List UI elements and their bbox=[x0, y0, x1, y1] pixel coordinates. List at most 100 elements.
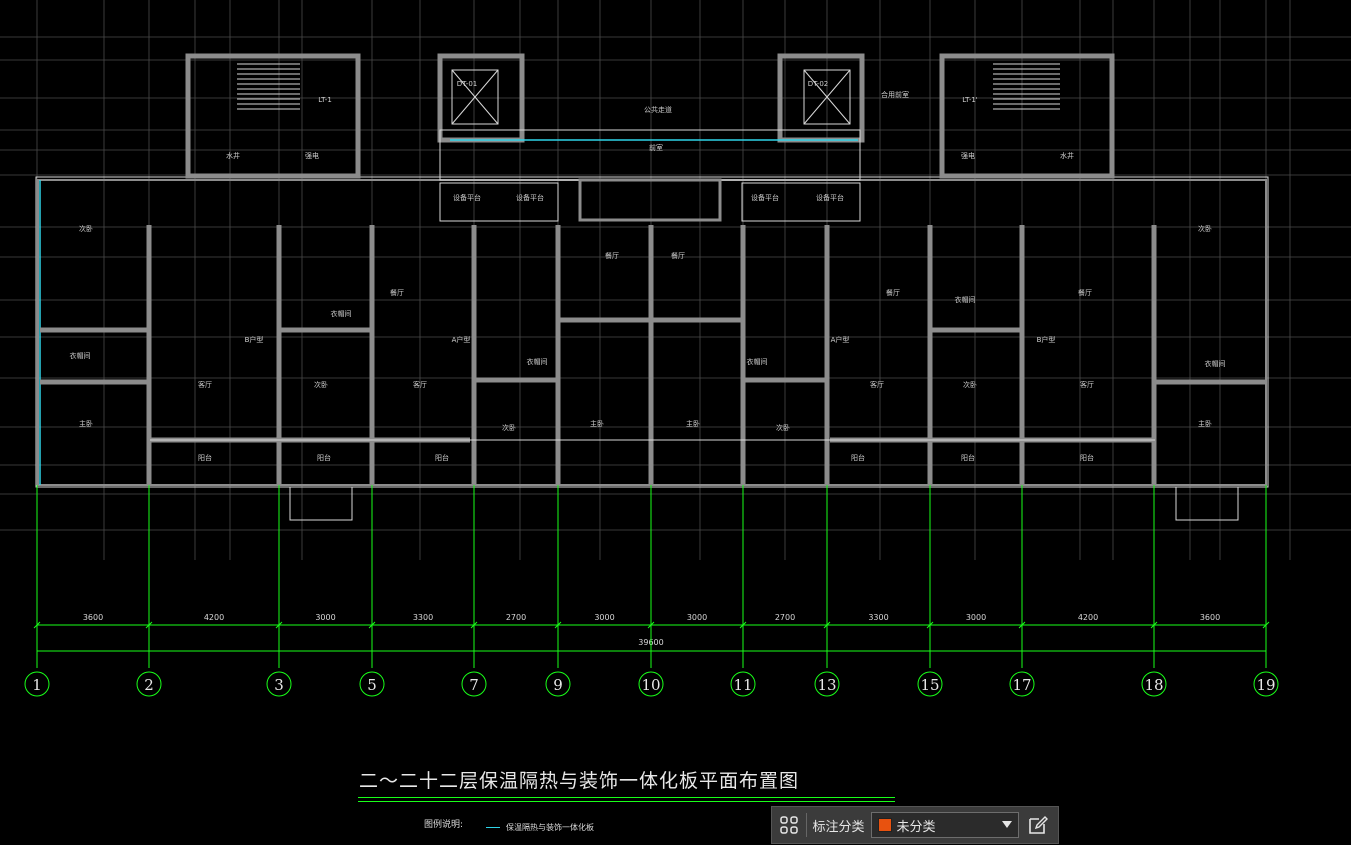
axis-bubble bbox=[917, 671, 943, 697]
room-label: 衣帽间 bbox=[1205, 359, 1226, 368]
room-label: 餐厅 bbox=[671, 251, 685, 260]
floor-plan bbox=[35, 53, 1269, 521]
dimension-value: 3300 bbox=[868, 613, 888, 622]
room-label: 衣帽间 bbox=[527, 357, 548, 366]
room-label: 客厅 bbox=[413, 380, 427, 389]
room-label: 设备平台 bbox=[453, 193, 481, 202]
room-label: 主卧 bbox=[590, 419, 604, 428]
dimension-value: 3000 bbox=[594, 613, 614, 622]
room-label: 阳台 bbox=[435, 453, 449, 462]
dimension-value: 4200 bbox=[1078, 613, 1098, 622]
room-label: 主卧 bbox=[1198, 419, 1212, 428]
annotation-category-label: 标注分类 bbox=[812, 819, 865, 835]
dimension-value: 3600 bbox=[1200, 613, 1220, 622]
axis-bubble bbox=[814, 671, 840, 697]
room-label: 次卧 bbox=[314, 380, 328, 389]
room-label: DT-02 bbox=[808, 80, 828, 88]
dimension-tick bbox=[33, 621, 41, 629]
dimension-tick bbox=[554, 621, 562, 629]
dimension-tick bbox=[275, 621, 283, 629]
room-label: 强电 bbox=[961, 151, 975, 160]
toolbar-separator bbox=[805, 813, 807, 837]
axis-bubble bbox=[266, 671, 292, 697]
axis-bubble bbox=[1141, 671, 1167, 697]
axis-bubble bbox=[1253, 671, 1279, 697]
dimension-tick bbox=[647, 621, 655, 629]
dimension-value: 3000 bbox=[966, 613, 986, 622]
dimension-tick bbox=[1018, 621, 1026, 629]
room-label: 公共走道 bbox=[644, 105, 672, 114]
room-label: 餐厅 bbox=[886, 288, 900, 297]
axis-label: 15 bbox=[920, 676, 939, 694]
dimension-value: 2700 bbox=[506, 613, 526, 622]
room-label: 客厅 bbox=[1080, 380, 1094, 389]
dimension-tick bbox=[145, 621, 153, 629]
room-label: B户型 bbox=[245, 335, 264, 344]
axis-bubble bbox=[730, 671, 756, 697]
axis-label: 19 bbox=[1256, 676, 1275, 694]
room-label: 设备平台 bbox=[816, 193, 844, 202]
axis-label: 2 bbox=[144, 676, 154, 694]
axis-label: 17 bbox=[1012, 676, 1031, 694]
room-label: 次卧 bbox=[963, 380, 977, 389]
axis-bubble bbox=[1009, 671, 1035, 697]
axis-label: 13 bbox=[817, 676, 836, 694]
dimension-tick bbox=[470, 621, 478, 629]
category-selected-value: 未分类 bbox=[896, 819, 936, 835]
dimension-value: 3300 bbox=[413, 613, 433, 622]
title-underline bbox=[358, 797, 895, 798]
axis-bubble bbox=[136, 671, 162, 697]
dimension-tick bbox=[739, 621, 747, 629]
room-label: 设备平台 bbox=[516, 193, 544, 202]
room-labels: 次卧衣帽间主卧客厅阳台次卧阳台衣帽间餐厅客厅阳台次卧主卧衣帽间餐厅餐厅主卧次卧衣… bbox=[70, 80, 1226, 462]
room-label: 阳台 bbox=[317, 453, 331, 462]
room-label: 衣帽间 bbox=[331, 309, 352, 318]
category-dropdown[interactable]: 未分类 bbox=[870, 812, 1019, 838]
legend-label: 图例说明: bbox=[424, 820, 464, 830]
room-label: LT-1 bbox=[318, 96, 332, 104]
dimension-tick bbox=[1150, 621, 1158, 629]
room-label: 前室 bbox=[649, 143, 663, 152]
room-label: 衣帽间 bbox=[747, 357, 768, 366]
room-label: 餐厅 bbox=[1078, 288, 1092, 297]
room-label: 次卧 bbox=[776, 423, 790, 432]
room-label: 次卧 bbox=[502, 423, 516, 432]
room-label: 阳台 bbox=[851, 453, 865, 462]
dimension-value: 3000 bbox=[687, 613, 707, 622]
edit-icon[interactable] bbox=[1019, 807, 1058, 843]
axis-bubble bbox=[638, 671, 664, 697]
room-label: 水井 bbox=[1060, 151, 1074, 160]
room-label: 合用前室 bbox=[881, 90, 909, 99]
room-label: 次卧 bbox=[79, 224, 93, 233]
axis-label: 7 bbox=[469, 676, 479, 694]
drawing-title: 二～二十二层保温隔热与装饰一体化板平面布置图 bbox=[359, 770, 800, 792]
room-label: 设备平台 bbox=[751, 193, 779, 202]
room-label: B户型 bbox=[1037, 335, 1056, 344]
axis-label: 11 bbox=[733, 676, 752, 694]
room-label: 阳台 bbox=[198, 453, 212, 462]
axis-label: 1 bbox=[32, 676, 42, 694]
axis-label: 18 bbox=[1144, 676, 1163, 694]
grid-menu-icon[interactable] bbox=[772, 807, 806, 843]
room-label: A户型 bbox=[831, 335, 850, 344]
room-label: 衣帽间 bbox=[70, 351, 91, 360]
room-label: DT-01 bbox=[457, 80, 477, 88]
room-label: 水井 bbox=[226, 151, 240, 160]
room-label: 阳台 bbox=[1080, 453, 1094, 462]
legend-line-swatch bbox=[486, 827, 500, 828]
annotation-classification-toolbar: 标注分类 未分类 bbox=[771, 806, 1059, 844]
dimension-value: 2700 bbox=[775, 613, 795, 622]
dimension-tick bbox=[368, 621, 376, 629]
axis-bubble bbox=[461, 671, 487, 697]
room-label: LT-1' bbox=[962, 96, 978, 104]
room-label: 主卧 bbox=[686, 419, 700, 428]
axis-bubble bbox=[545, 671, 571, 697]
room-label: 餐厅 bbox=[605, 251, 619, 260]
dimension-tick bbox=[1262, 621, 1270, 629]
title-underline-2 bbox=[358, 801, 895, 802]
room-label: 次卧 bbox=[1198, 224, 1212, 233]
room-label: 衣帽间 bbox=[955, 295, 976, 304]
dimension-tick bbox=[926, 621, 934, 629]
